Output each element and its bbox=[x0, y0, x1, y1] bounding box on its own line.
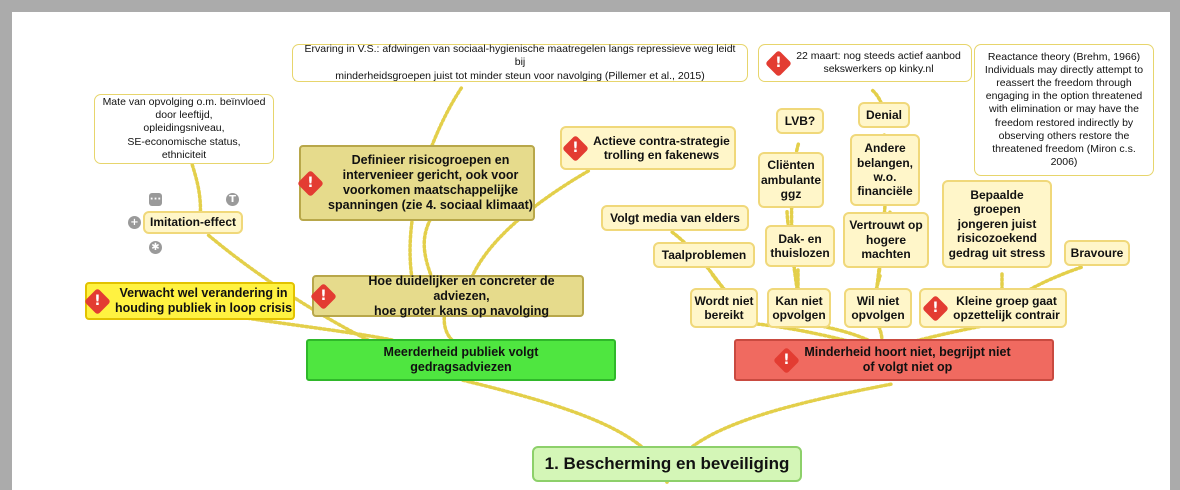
homeless-topic[interactable]: Dak- en thuislozen bbox=[765, 225, 835, 267]
lvb-label: LVB? bbox=[784, 113, 816, 128]
imitation-topic[interactable]: Imitation-effect bbox=[143, 211, 243, 234]
not-reached-topic[interactable]: Wordt niet bereikt bbox=[690, 288, 758, 328]
note-reactance-theory[interactable]: Reactance theory (Brehm, 1966) Individua… bbox=[974, 44, 1154, 176]
warning-icon bbox=[562, 134, 590, 162]
warning-icon bbox=[765, 49, 793, 77]
more-options-icon[interactable]: ··· bbox=[149, 193, 162, 206]
add-topic-icon[interactable]: + bbox=[128, 216, 141, 229]
risk-groups-label: Definieer risicogroepen en intervenieer … bbox=[328, 153, 533, 212]
media-elsewhere-topic[interactable]: Volgt media van elders bbox=[601, 205, 749, 231]
warning-icon bbox=[310, 282, 337, 310]
cannot-follow-label: Kan niet opvolgen bbox=[772, 293, 826, 322]
language-topic[interactable]: Taalproblemen bbox=[653, 242, 755, 268]
minority-topic[interactable]: Minderheid hoort niet, begrijpt niet of … bbox=[734, 339, 1054, 381]
note-sexworkers[interactable]: 22 maart: nog steeds actief aanbod seksw… bbox=[758, 44, 972, 82]
link-clarity-risk bbox=[422, 218, 434, 280]
warning-icon bbox=[773, 346, 801, 374]
not-reached-label: Wordt niet bereikt bbox=[694, 293, 754, 322]
homeless-label: Dak- en thuislozen bbox=[770, 231, 830, 260]
trust-higher-label: Vertrouwt op hogere machten bbox=[849, 218, 923, 262]
note-education-text: Mate van opvolging o.m. beïnvloed door l… bbox=[102, 96, 266, 161]
clients-label: Cliënten ambulante ggz bbox=[760, 158, 821, 202]
will-not-follow-label: Wil niet opvolgen bbox=[851, 293, 905, 322]
expect-change-topic[interactable]: Verwacht wel verandering in houding publ… bbox=[84, 282, 295, 320]
bravado-topic[interactable]: Bravoure bbox=[1064, 240, 1130, 266]
cannot-follow-topic[interactable]: Kan niet opvolgen bbox=[767, 288, 831, 328]
denial-topic[interactable]: Denial bbox=[858, 102, 910, 128]
bravado-label: Bravoure bbox=[1070, 245, 1124, 260]
small-group-topic[interactable]: Kleine groep gaat opzettelijk contrair bbox=[919, 288, 1067, 328]
star-icon[interactable]: ✱ bbox=[149, 241, 162, 254]
counter-strategy-label: Actieve contra-strategie trolling en fak… bbox=[593, 133, 730, 162]
imitation-label: Imitation-effect bbox=[149, 215, 236, 230]
clarity-topic-label: Hoe duidelijker en concreter de adviezen… bbox=[368, 273, 555, 318]
lvb-topic[interactable]: LVB? bbox=[776, 108, 824, 134]
note-usa-text: Ervaring in V.S.: afdwingen van sociaal-… bbox=[304, 43, 736, 82]
note-usa-experience[interactable]: Ervaring in V.S.: afdwingen van sociaal-… bbox=[292, 43, 748, 82]
other-interests-topic[interactable]: Andere belangen, w.o. financiële bbox=[850, 134, 920, 206]
note-reactance-text: Reactance theory (Brehm, 1966) Individua… bbox=[984, 50, 1144, 168]
denial-label: Denial bbox=[865, 107, 902, 122]
topic-icon[interactable]: T bbox=[226, 193, 239, 206]
youth-topic[interactable]: Bepaalde groepen jongeren juist risicozo… bbox=[942, 180, 1052, 268]
trust-higher-topic[interactable]: Vertrouwt op hogere machten bbox=[843, 212, 929, 268]
clients-topic[interactable]: Cliënten ambulante ggz bbox=[758, 152, 824, 208]
media-elsewhere-label: Volgt media van elders bbox=[610, 210, 740, 225]
expect-change-label: Verwacht wel verandering in houding publ… bbox=[114, 286, 293, 315]
majority-topic[interactable]: Meerderheid publiek volgt gedragsadvieze… bbox=[306, 339, 616, 381]
other-interests-label: Andere belangen, w.o. financiële bbox=[856, 141, 913, 199]
counter-strategy-topic[interactable]: Actieve contra-strategie trolling en fak… bbox=[560, 126, 736, 170]
warning-icon bbox=[297, 169, 324, 197]
root-topic[interactable]: 1. Bescherming en beveiliging bbox=[532, 446, 802, 482]
risk-groups-topic[interactable]: Definieer risicogroepen en intervenieer … bbox=[297, 145, 535, 221]
youth-label: Bepaalde groepen jongeren juist risicozo… bbox=[948, 188, 1046, 260]
minority-topic-label: Minderheid hoort niet, begrijpt niet of … bbox=[804, 345, 1011, 374]
small-group-label: Kleine groep gaat opzettelijk contrair bbox=[953, 293, 1060, 322]
will-not-follow-topic[interactable]: Wil niet opvolgen bbox=[844, 288, 912, 328]
note-education-factors[interactable]: Mate van opvolging o.m. beïnvloed door l… bbox=[94, 94, 274, 164]
root-topic-label: 1. Bescherming en beveiliging bbox=[544, 453, 790, 473]
warning-icon bbox=[84, 287, 111, 315]
warning-icon bbox=[922, 294, 950, 322]
note-sexworkers-text: 22 maart: nog steeds actief aanbod seksw… bbox=[796, 49, 961, 75]
mindmap-canvas: 1. Bescherming en beveiliging Meerderhei… bbox=[12, 12, 1170, 490]
majority-topic-label: Meerderheid publiek volgt gedragsadvieze… bbox=[383, 345, 539, 374]
clarity-topic[interactable]: Hoe duidelijker en concreter de adviezen… bbox=[310, 273, 584, 318]
language-label: Taalproblemen bbox=[661, 247, 747, 262]
